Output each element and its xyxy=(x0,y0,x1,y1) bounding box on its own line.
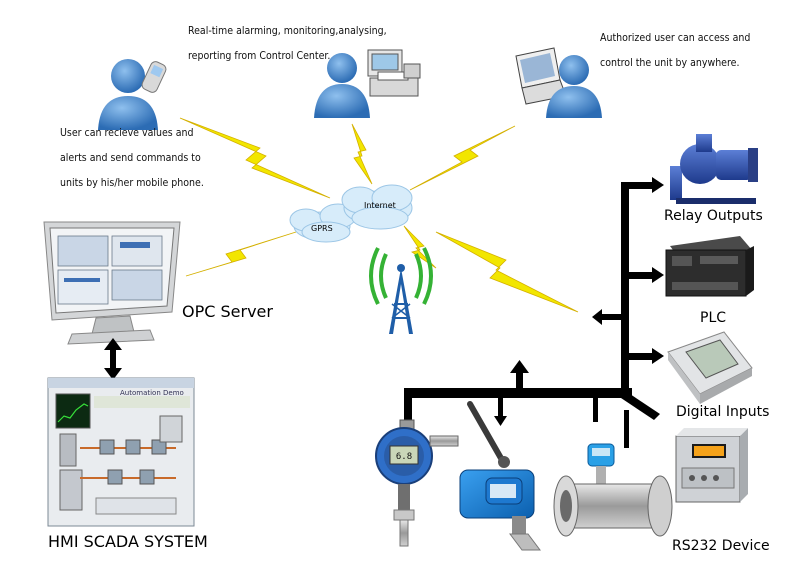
mobile-phone-icon xyxy=(141,61,167,93)
transmitter-display-value: 6.8 xyxy=(396,452,412,462)
relay-outputs-label: Relay Outputs xyxy=(664,208,763,224)
lightning-icon xyxy=(409,125,516,191)
caption-line: alerts and send commands to xyxy=(60,152,201,164)
lightning-icon xyxy=(403,225,437,269)
caption-line: control the unit by anywhere. xyxy=(600,57,740,69)
caption-line: Real-time alarming, monitoring,analysing… xyxy=(188,25,387,37)
control-center-caption: Real-time alarming, monitoring,analysing… xyxy=(188,19,398,69)
printer-icon xyxy=(367,49,421,97)
pressure-transmitter-icon xyxy=(375,419,459,547)
person-icon xyxy=(98,59,158,130)
pump-icon xyxy=(670,134,758,204)
digital-inputs-label: Digital Inputs xyxy=(676,404,770,420)
hmi-window-title: Automation Demo xyxy=(120,389,184,397)
flow-meter-icon xyxy=(553,443,673,537)
caption-line: User can recieve values and xyxy=(60,127,194,139)
caption-line: reporting from Control Center. xyxy=(188,50,331,62)
rs232-device-icon xyxy=(675,428,748,503)
antenna-tower-icon xyxy=(369,247,433,334)
laptop-icon xyxy=(515,47,567,105)
digital-input-icon xyxy=(667,331,753,404)
lightning-icon xyxy=(185,231,297,277)
bus-lines xyxy=(404,177,664,448)
cloud-icon xyxy=(341,184,413,230)
internet-label: Internet xyxy=(364,201,396,210)
caption-line: Authorized user can access and xyxy=(600,32,751,44)
rs232-device-label: RS232 Device xyxy=(672,538,770,554)
wireless-transmitter-icon xyxy=(459,401,541,551)
opc-server-label: OPC Server xyxy=(182,302,273,321)
caption-line: units by his/her mobile phone. xyxy=(60,177,204,189)
person-icon xyxy=(546,55,602,118)
lightning-icon xyxy=(351,123,373,185)
plc-icon xyxy=(665,236,754,297)
gprs-label: GPRS xyxy=(311,224,333,233)
double-arrow xyxy=(104,338,122,380)
lightning-icon xyxy=(435,231,579,313)
hmi-scada-label: HMI SCADA SYSTEM xyxy=(48,532,208,551)
plc-label: PLC xyxy=(700,310,727,326)
remote-user-caption: Authorized user can access and control t… xyxy=(600,26,790,76)
monitor-icon xyxy=(43,221,181,345)
hmi-scada-screen xyxy=(47,377,195,527)
mobile-user-caption: User can recieve values and alerts and s… xyxy=(60,121,240,196)
lightning-icon xyxy=(179,117,331,199)
person-icon xyxy=(314,53,370,118)
